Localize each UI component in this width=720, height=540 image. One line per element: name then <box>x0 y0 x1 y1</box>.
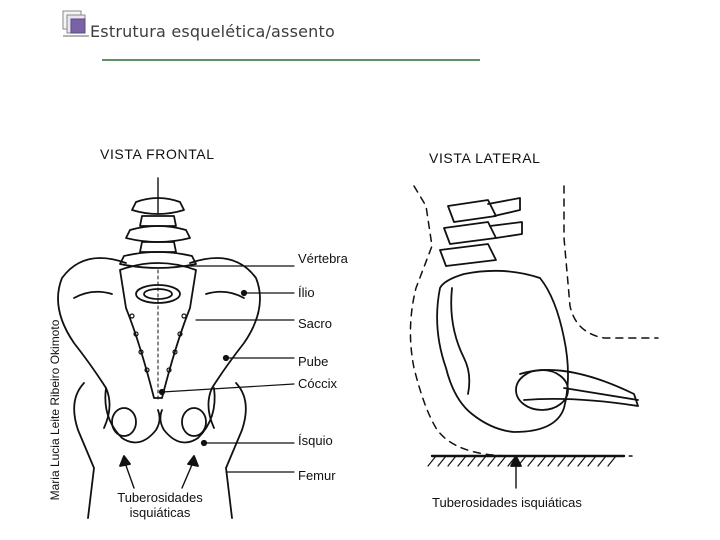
label-pube: Pube <box>298 354 329 369</box>
slide-title: Estrutura esquelética/assento <box>90 22 335 41</box>
front-view-leader-lines <box>158 265 295 473</box>
label-femur: Femur <box>298 468 336 483</box>
pelvis-anatomy-diagram: VISTA FRONTAL VISTA LATERAL Vértebra Íli… <box>44 138 684 533</box>
lateral-tuberosities-label: Tuberosidades isquiáticas <box>432 495 582 510</box>
front-view-pelvis-drawing <box>57 177 261 519</box>
front-tuberosities-line-1: Tuberosidades <box>117 490 203 505</box>
front-tuberosities-label: Tuberosidades isquiáticas <box>100 490 220 520</box>
lateral-view-title: VISTA LATERAL <box>429 150 541 166</box>
label-coccix: Cóccix <box>298 376 338 391</box>
lateral-view-pelvis-drawing <box>409 185 659 489</box>
label-isquio: Ísquio <box>298 433 333 448</box>
label-ilio: Ílio <box>298 285 315 300</box>
front-view-title: VISTA FRONTAL <box>100 146 215 162</box>
title-underline <box>102 59 480 61</box>
front-tuberosities-line-2: isquiáticas <box>129 505 191 520</box>
label-sacro: Sacro <box>298 316 332 331</box>
label-vertebra: Vértebra <box>298 251 348 266</box>
square-bullet-icon <box>62 10 90 38</box>
